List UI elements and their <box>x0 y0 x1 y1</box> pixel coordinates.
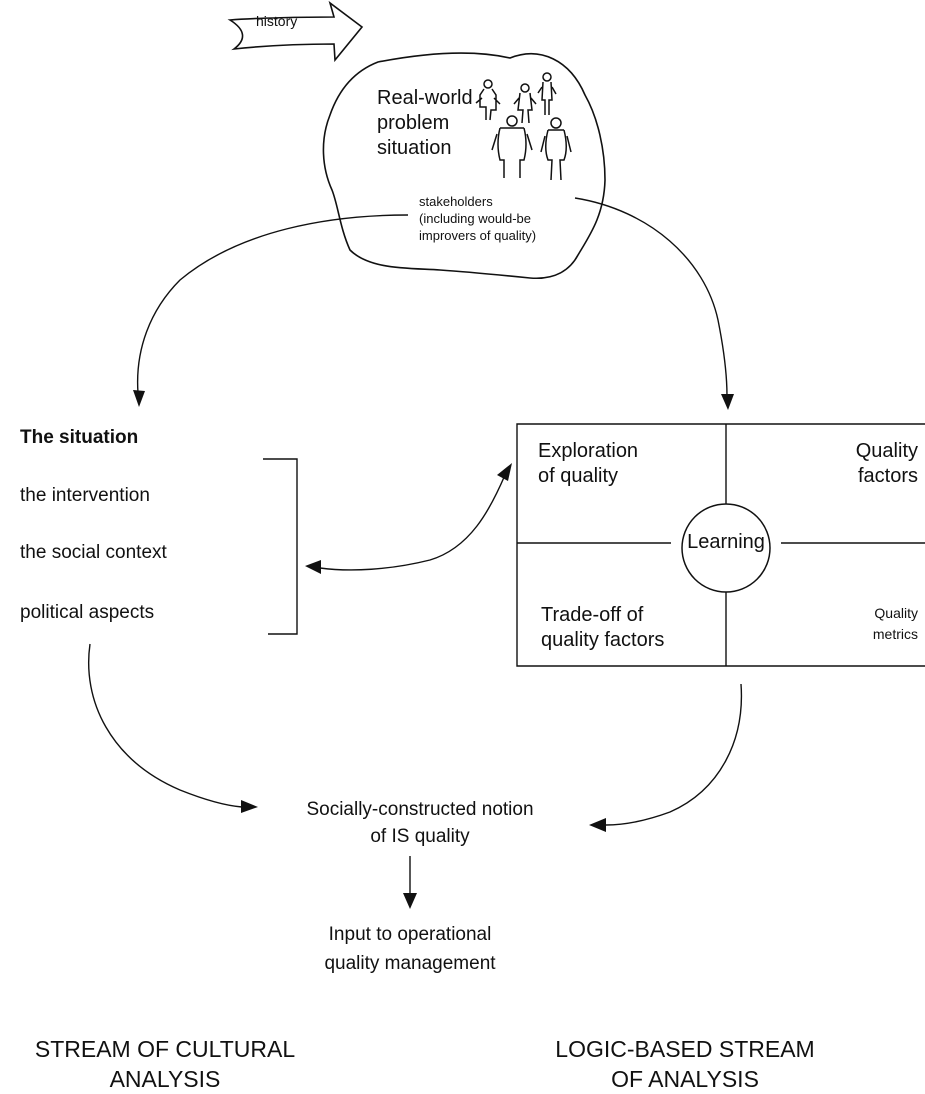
situation-exploration-arrowhead-right <box>497 463 512 481</box>
cloud-to-situation-arrow <box>136 214 409 394</box>
logic-stream-line: OF ANALYSIS <box>611 1066 759 1092</box>
cultural-stream-line: STREAM OF CULTURAL <box>34 1036 296 1062</box>
cultural-stream-line: ANALYSIS <box>109 1066 221 1092</box>
notion-to-input-arrowhead <box>403 893 417 909</box>
exploration-of-quality-label: Exploration of quality <box>538 439 638 489</box>
stakeholders-line: (including would-be <box>419 211 532 226</box>
problem-title: Real-world problem situation <box>377 86 473 161</box>
stakeholders-label: stakeholders (including would-be improve… <box>419 193 536 244</box>
problem-cloud <box>322 52 606 280</box>
problem-title-line: problem <box>377 112 450 134</box>
exploration-line: of quality <box>538 465 619 487</box>
cloud-to-situation-arrowhead <box>133 390 145 407</box>
tradeoff-line: quality factors <box>541 629 665 651</box>
notion-line: of IS quality <box>370 826 470 847</box>
factors-line: Quality <box>855 440 918 462</box>
learning-grid <box>516 423 925 667</box>
quality-factors-label: Quality factors <box>818 439 918 489</box>
problem-title-line: Real-world <box>377 87 473 109</box>
exploration-line: Exploration <box>538 440 639 462</box>
factors-line: factors <box>857 465 918 487</box>
stakeholder-figures-icon <box>475 72 572 181</box>
situation-heading: The situation <box>20 427 139 448</box>
logic-stream-title: LOGIC-BASED STREAM OF ANALYSIS <box>520 1034 850 1094</box>
trade-off-label: Trade-off of quality factors <box>541 603 664 653</box>
notion-label: Socially-constructed notion of IS qualit… <box>270 796 570 850</box>
situation-item: political aspects <box>20 602 155 623</box>
input-line: quality management <box>324 953 496 974</box>
situation-item: the intervention <box>20 485 150 506</box>
learning-label: Learning <box>687 531 765 553</box>
cloud-to-grid-arrowhead <box>721 394 734 410</box>
history-label: history <box>256 13 298 29</box>
situation-to-notion-arrowhead <box>241 800 258 813</box>
history-arrow <box>227 0 364 63</box>
tradeoff-line: Trade-off of <box>541 604 644 626</box>
learning-circle <box>681 503 771 593</box>
cloud-to-grid-arrow <box>574 197 728 397</box>
stakeholders-line: stakeholders <box>419 194 493 209</box>
grid-to-notion-arrow <box>605 683 743 826</box>
metrics-line: Quality <box>874 605 918 621</box>
situation-exploration-arrowhead-left <box>305 560 321 574</box>
input-label: Input to operational quality management <box>270 920 550 978</box>
situation-exploration-arrow <box>319 474 506 571</box>
metrics-line: metrics <box>872 626 918 642</box>
grid-to-notion-arrowhead <box>589 818 606 832</box>
problem-title-line: situation <box>377 137 452 159</box>
notion-line: Socially-constructed notion <box>306 799 534 820</box>
cultural-stream-title: STREAM OF CULTURAL ANALYSIS <box>0 1034 330 1094</box>
stakeholders-line: improvers of quality) <box>419 228 537 243</box>
situation-to-notion-arrow <box>88 643 243 808</box>
logic-stream-line: LOGIC-BASED STREAM <box>555 1036 815 1062</box>
situation-bracket <box>263 458 298 635</box>
quality-metrics-label: Quality metrics <box>818 603 918 645</box>
input-line: Input to operational <box>328 924 492 945</box>
situation-item: the social context <box>20 542 167 563</box>
